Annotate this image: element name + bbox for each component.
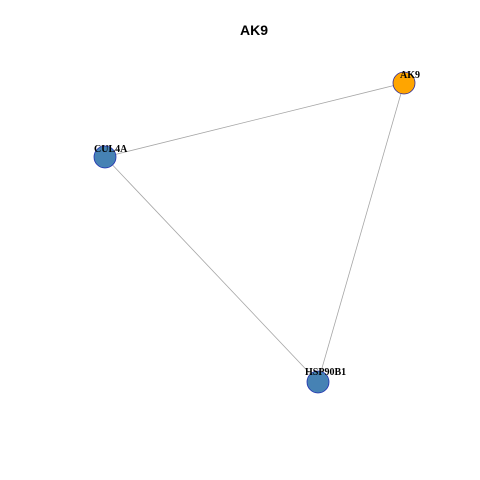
diagram-title: AK9 <box>240 22 268 38</box>
node-ak9[interactable] <box>392 71 416 95</box>
edges-layer <box>104 82 405 383</box>
edge-ak9-hsp90b1 <box>317 82 405 383</box>
node-label-hsp90b1: HSP90B1 <box>305 367 346 378</box>
nodes-layer <box>93 71 416 394</box>
edge-cul4a-hsp90b1 <box>104 156 319 383</box>
node-hsp90b1[interactable] <box>306 370 330 394</box>
node-label-ak9: AK9 <box>400 70 420 81</box>
node-label-cul4a: CUL4A <box>94 144 128 155</box>
node-cul4a[interactable] <box>93 145 117 169</box>
edge-ak9-cul4a <box>104 82 405 158</box>
